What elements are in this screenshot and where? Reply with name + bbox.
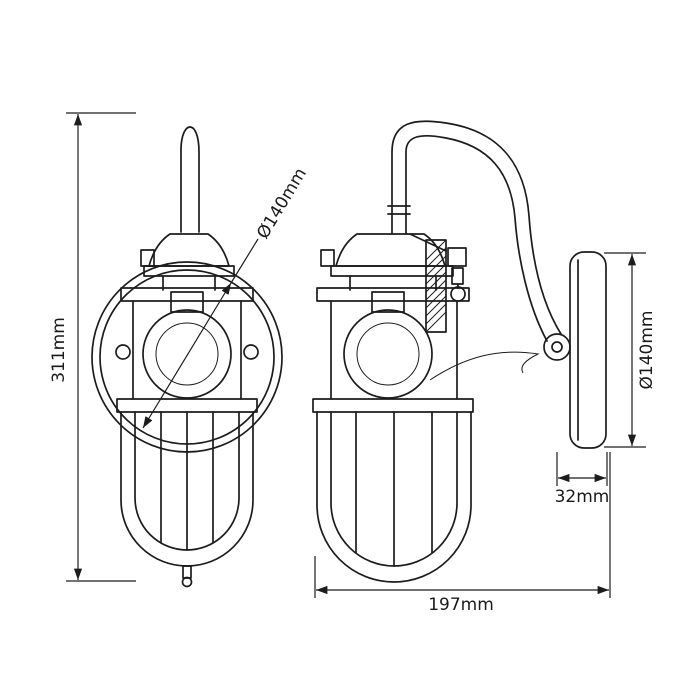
side-arm-inner (405, 134, 548, 342)
front-cap-flange (143, 265, 235, 277)
height-dimension-label: 311mm (49, 317, 69, 383)
side-bulb (343, 309, 433, 399)
side-cage-outer (316, 411, 472, 583)
section-hatch (425, 239, 447, 333)
side-cap-nub (320, 249, 335, 267)
front-stem (180, 126, 200, 233)
dimension-backplate-depth: 32mm (555, 452, 610, 507)
front-bulb-socket (170, 291, 204, 313)
side-cap (335, 233, 446, 267)
backplate-depth-label: 32mm (555, 487, 610, 507)
front-screw-right (243, 344, 259, 360)
side-arm-outer (391, 120, 562, 335)
dimension-cage-diameter: Ø140mm (142, 165, 311, 429)
dimension-overall-height: 311mm (49, 112, 136, 582)
side-view (312, 120, 607, 583)
front-finial (182, 565, 192, 579)
front-band-top (120, 287, 254, 302)
wall-backplate (569, 251, 607, 449)
side-cap-flange (330, 265, 454, 277)
side-band-mid (312, 398, 474, 413)
side-bracket (447, 247, 467, 267)
dimension-projection: 197mm (314, 452, 611, 615)
front-screw-left (115, 344, 131, 360)
side-wire-squiggle (429, 351, 540, 381)
side-bracket-screw (450, 286, 466, 302)
side-bulb-socket (371, 291, 405, 313)
backplate-diameter-label: Ø140mm (637, 311, 657, 390)
front-view (91, 126, 283, 588)
side-band-top (316, 287, 470, 302)
cage-diameter-label: Ø140mm (253, 165, 311, 243)
front-cap-nub (140, 249, 155, 267)
front-band-mid (116, 398, 258, 413)
wall-boss (543, 333, 571, 361)
dimension-backplate-diameter: Ø140mm (604, 252, 657, 448)
projection-label: 197mm (428, 595, 494, 615)
